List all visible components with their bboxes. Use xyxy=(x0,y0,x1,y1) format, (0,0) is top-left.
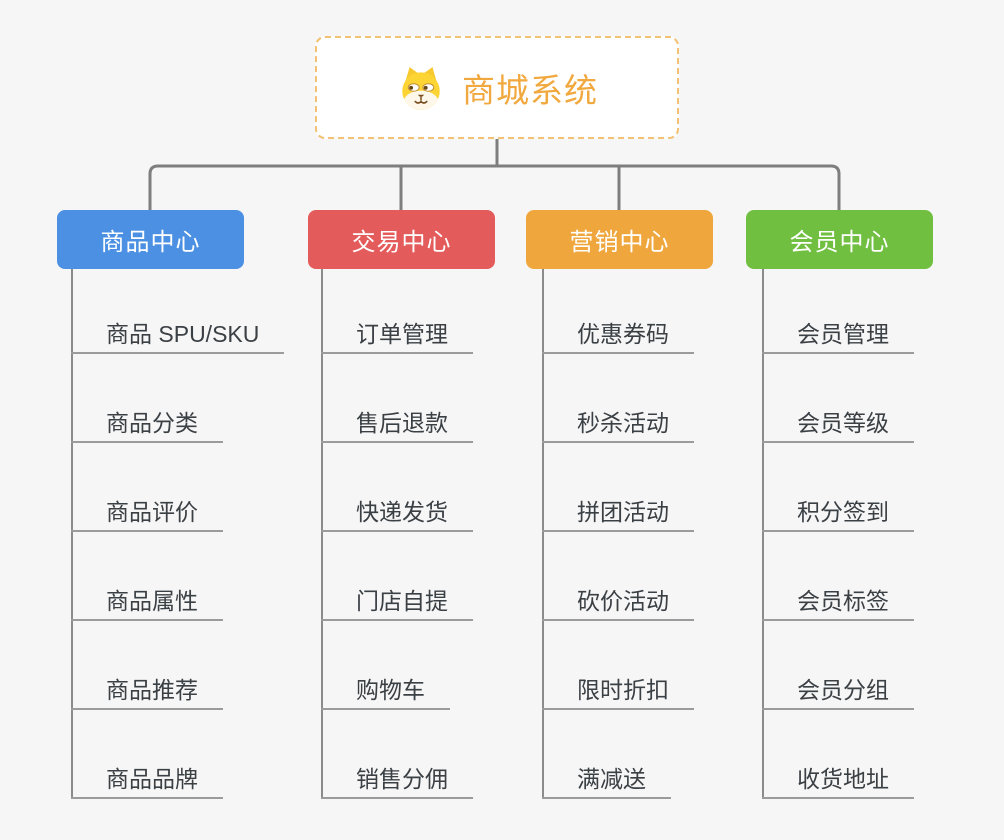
subtopic-node[interactable]: 门店自提 xyxy=(321,577,473,621)
subtopic-node[interactable]: 商品属性 xyxy=(71,577,223,621)
branch-label: 交易中心 xyxy=(351,229,452,256)
subtopic-node[interactable]: 会员标签 xyxy=(762,577,914,621)
subtopic-node[interactable]: 拼团活动 xyxy=(542,488,694,532)
branch-label: 会员中心 xyxy=(789,229,890,256)
subtopic-node[interactable]: 商品 SPU/SKU xyxy=(71,310,285,354)
subtopic-node[interactable]: 限时折扣 xyxy=(542,666,694,710)
branch-label: 营销中心 xyxy=(569,229,670,256)
branches-connector xyxy=(148,164,841,211)
subtopic-node[interactable]: 商品推荐 xyxy=(71,666,223,710)
subtopic-node[interactable]: 砍价活动 xyxy=(542,577,694,621)
subtopic-node[interactable]: 快递发货 xyxy=(321,488,473,532)
subtopic-node[interactable]: 满减送 xyxy=(542,755,671,799)
branch-node-member-center[interactable]: 会员中心 xyxy=(746,210,933,269)
branch-node-marketing-center[interactable]: 营销中心 xyxy=(526,210,713,269)
dog-face-icon xyxy=(402,66,440,110)
subtopic-node[interactable]: 会员管理 xyxy=(762,310,914,354)
subtopic-node[interactable]: 购物车 xyxy=(321,666,450,710)
subtopic-node[interactable]: 秒杀活动 xyxy=(542,399,694,443)
subtopic-node[interactable]: 商品评价 xyxy=(71,488,223,532)
subtopic-node[interactable]: 订单管理 xyxy=(321,310,473,354)
subtopic-node[interactable]: 会员等级 xyxy=(762,399,914,443)
branch-label: 商品中心 xyxy=(100,229,201,256)
subtopic-node[interactable]: 商品品牌 xyxy=(71,755,223,799)
root-topic-node[interactable]: 商城系统 xyxy=(315,36,679,139)
branch-node-product-center[interactable]: 商品中心 xyxy=(57,210,244,269)
subtopic-node[interactable]: 销售分佣 xyxy=(321,755,473,799)
subtopic-node[interactable]: 优惠券码 xyxy=(542,310,694,354)
subtopic-node[interactable]: 商品分类 xyxy=(71,399,223,443)
subtopic-node[interactable]: 收货地址 xyxy=(762,755,914,799)
subtopic-node[interactable]: 会员分组 xyxy=(762,666,914,710)
root-topic-title: 商城系统 xyxy=(462,71,598,109)
subtopic-node[interactable]: 售后退款 xyxy=(321,399,473,443)
subtopic-node[interactable]: 积分签到 xyxy=(762,488,914,532)
branch-node-trade-center[interactable]: 交易中心 xyxy=(308,210,495,269)
